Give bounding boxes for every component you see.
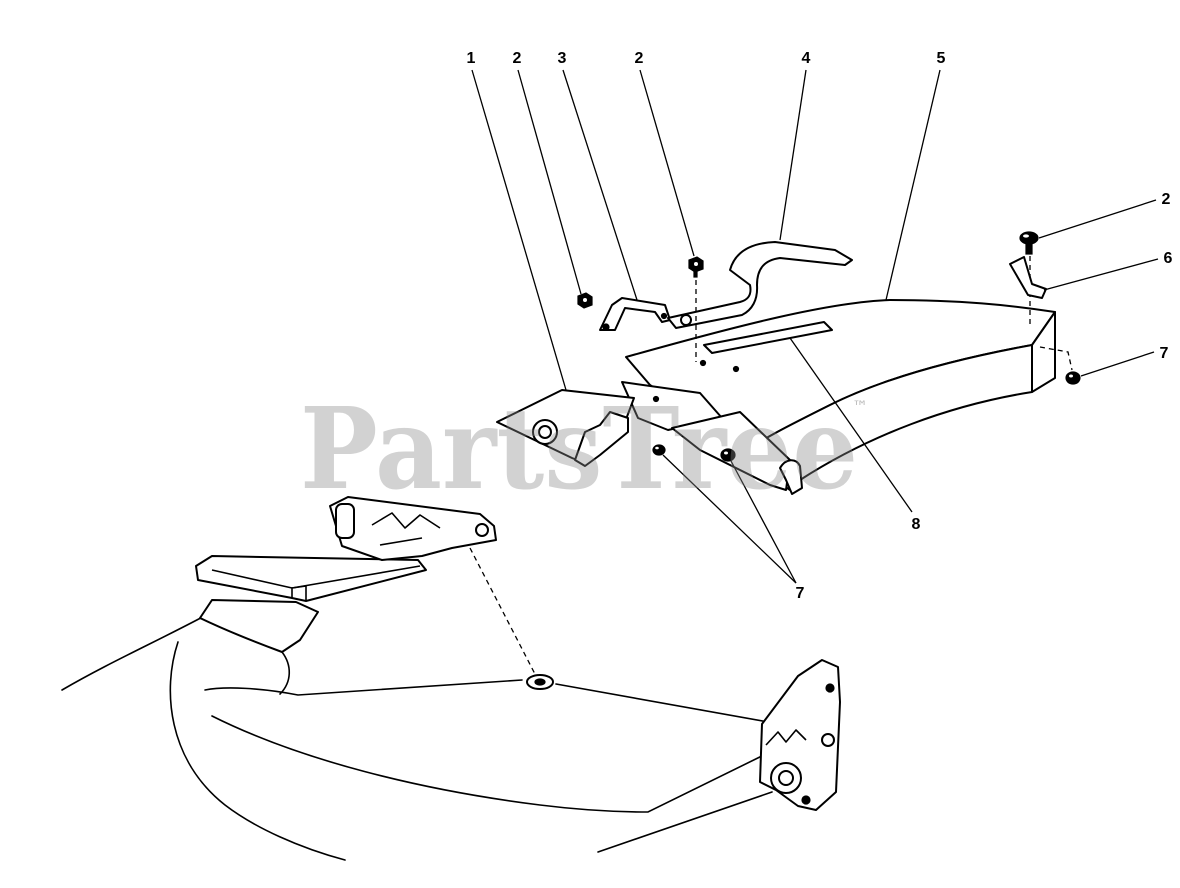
part-2-screw-middle [688,256,704,278]
part-7-nut-right [1065,371,1081,385]
part-3-bracket-hole-2 [660,312,668,320]
callout-5: 5 [937,50,946,67]
deck-outer-arc [169,641,346,861]
handle-mount-latch [371,512,441,546]
part-7-nut-left [652,444,666,456]
callout-6: 6 [1164,250,1173,267]
nut-highlight [655,446,659,450]
side-bracket-hole-bottom [801,795,811,805]
deck-neck-curve [279,651,291,695]
deck-shroud-edge [61,611,213,691]
deck-alignment-line [469,547,537,677]
nut-highlight [724,451,728,455]
deck-inner-arc [211,715,771,813]
leader-line-6 [1043,258,1159,291]
leader-line-4 [779,69,807,241]
callout-2-middle: 2 [635,50,644,67]
nut-body [652,444,666,456]
part-8-chute-slot [703,321,833,354]
nut-body [1065,371,1081,385]
callout-1: 1 [467,50,476,67]
handle-mount-post [335,503,355,539]
callout-7-bottom: 7 [796,585,805,602]
screw-head-highlight [694,262,698,266]
callout-2-left: 2 [513,50,522,67]
screw-shaft [693,270,698,278]
side-bracket-boss-inner [778,770,794,786]
leader-line-1 [471,69,567,391]
leader-line-8 [789,337,913,513]
leader-line-2-left [517,69,582,295]
part-3-bracket [599,297,671,331]
handle-mount-hole [475,523,489,537]
leader-line-2-right [1038,199,1157,239]
deck-mount-hole-center [534,678,546,686]
leader-line-2-middle [639,69,695,257]
callout-2-right: 2 [1162,191,1171,208]
chute-flap-hook [779,459,803,495]
chute-assembly [496,231,1081,495]
nut-body [720,448,736,462]
leader-line-7-bottom-b [730,460,797,584]
chute-hole-3 [652,395,660,403]
callout-8: 8 [912,516,921,533]
part-2-screw-right [1019,231,1039,255]
handle-grip-crease [211,565,421,589]
leader-line-7-bottom-a [662,454,797,584]
deck-lower-edge [597,791,773,853]
deck-neck [199,599,319,653]
mower-deck [61,496,841,861]
leader-lines [471,69,1159,584]
handle-mount-bracket [329,496,497,561]
leader-line-3 [562,69,638,301]
part-1-plate-hook [574,411,629,467]
chute-hole-1 [699,359,707,367]
callout-labels: 1 2 3 2 4 5 2 6 7 8 7 [467,50,1173,602]
callout-4: 4 [802,50,811,67]
nut-right-axis [1039,346,1073,371]
part-5-chute-end-flange [1031,311,1056,393]
side-bracket-notches [765,729,807,746]
side-bracket-hole-top [825,683,835,693]
part-4-handle-hole [680,314,692,326]
side-bracket-hole-mid [821,733,835,747]
handle-grip-bar [195,555,427,602]
deck-top-edge-right [555,683,769,723]
chute-hole-2 [732,365,740,373]
screw-shaft [1025,241,1033,255]
nut-highlight [1069,374,1073,378]
callout-3: 3 [558,50,567,67]
screw-head-highlight [1023,234,1029,238]
part-1-plate-hole-inner [538,425,552,439]
part-6-latch-clip [1009,256,1047,299]
callout-7-right: 7 [1160,345,1169,362]
part-2-screw-left [577,292,593,309]
part-7-nut-middle [720,448,736,462]
deck-top-edge-left [204,679,523,696]
leader-line-5 [885,69,941,301]
part-3-bracket-hole [602,323,610,331]
leader-line-7-right [1080,351,1155,377]
screw-head-highlight [583,298,587,302]
